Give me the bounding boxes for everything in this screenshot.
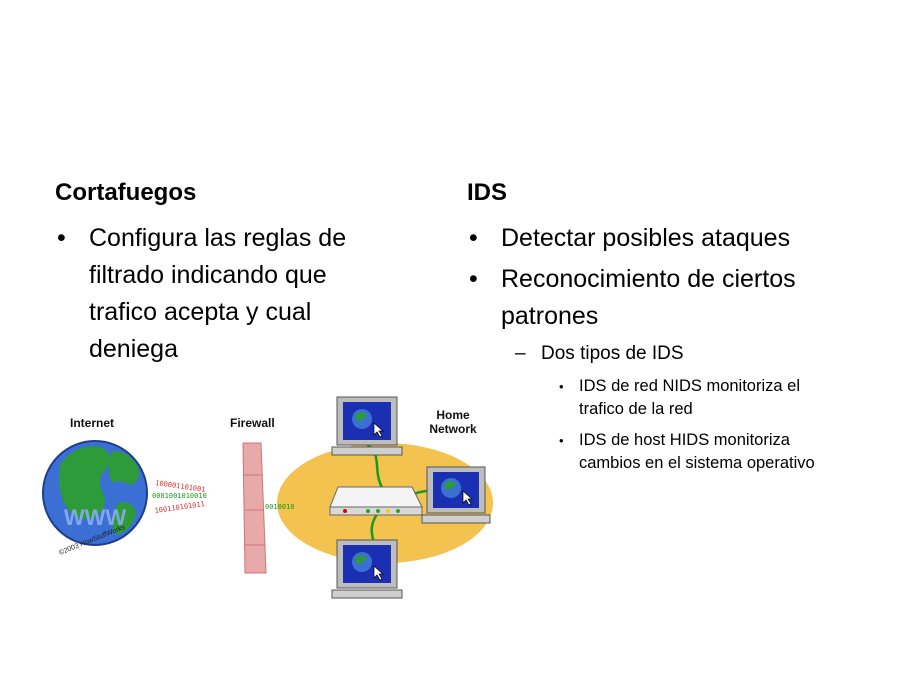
stream-home: 0010010 [265, 503, 295, 511]
right-column: IDS Detectar posibles ataques Reconocimi… [467, 178, 857, 475]
globe-icon: WWW [42, 440, 148, 546]
computer-icon [421, 466, 491, 524]
ids-sub-item: Dos tipos de IDS [515, 341, 857, 367]
home-label: Home [436, 408, 470, 422]
stream-mid: 0001001010010 [152, 492, 207, 500]
network-label: Network [429, 422, 477, 436]
ids-sublist: Dos tipos de IDS [515, 341, 857, 367]
nids-item: IDS de red NIDS monitoriza el trafico de… [557, 375, 837, 421]
left-column: Cortafuegos Configura las reglas de filt… [55, 178, 395, 368]
hids-item: IDS de host HIDS monitoriza cambios en e… [557, 429, 837, 475]
ids-list: Detectar posibles ataques Reconocimiento… [467, 220, 857, 335]
ids-subsublist: IDS de red NIDS monitoriza el trafico de… [557, 375, 837, 475]
network-diagram: WWW 100001101001 0001001010010 100110101… [42, 396, 493, 599]
cortafuegos-bullet: Configura las reglas de filtrado indican… [55, 220, 395, 368]
firewall-icon [242, 442, 267, 574]
cortafuegos-list: Configura las reglas de filtrado indican… [55, 220, 395, 368]
stream-bottom: 100110101011 [154, 500, 205, 515]
computer-icon [331, 539, 403, 599]
ids-heading: IDS [467, 179, 508, 206]
router-icon [329, 486, 423, 516]
globe-text: WWW [64, 505, 127, 530]
cortafuegos-heading: Cortafuegos [55, 179, 197, 206]
ids-bullet-1: Detectar posibles ataques [467, 220, 857, 257]
computer-icon [331, 396, 403, 456]
ids-bullet-2: Reconocimiento de ciertos patrones [467, 261, 857, 335]
internet-label: Internet [70, 416, 114, 430]
firewall-label: Firewall [230, 416, 275, 430]
